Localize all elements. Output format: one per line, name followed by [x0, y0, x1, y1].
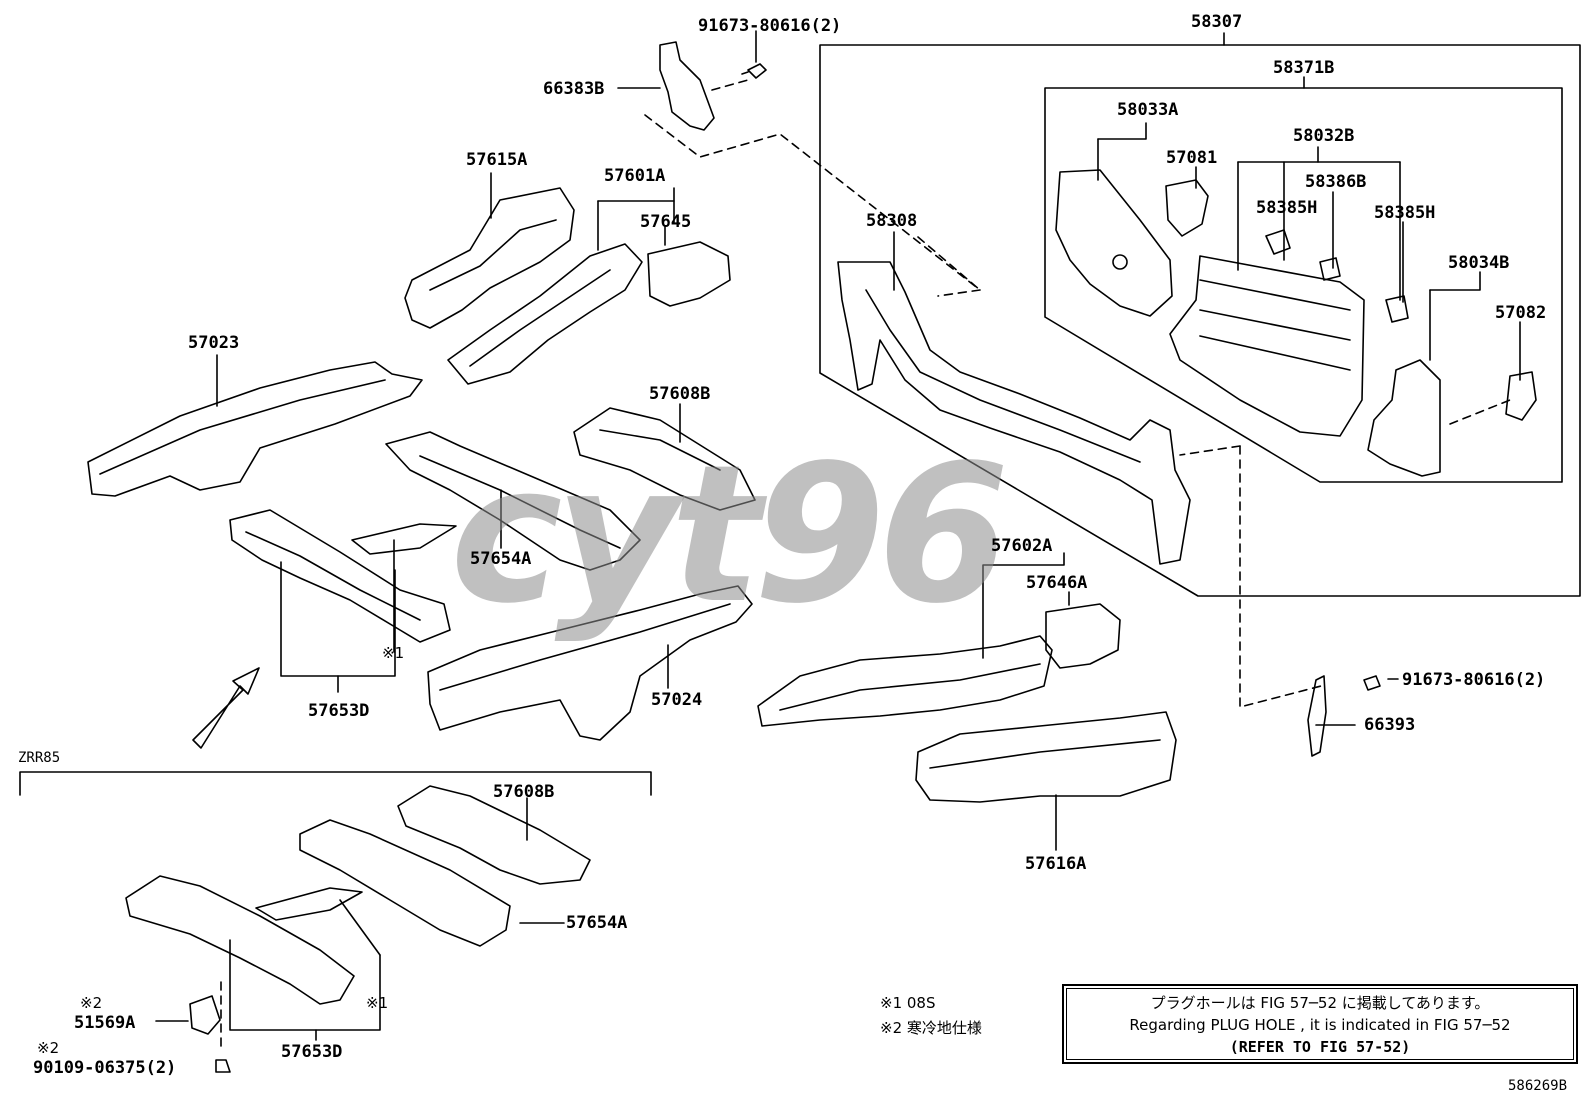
callout-58371B: 58371B [1273, 58, 1335, 78]
plug-hole-note: プラグホールは FIG 57─52 に掲載してあります。 Regarding P… [1062, 984, 1578, 1064]
callout-58034B: 58034B [1448, 253, 1510, 273]
callout-57608B-b: 57608B [493, 782, 555, 802]
callout-57654A-b: 57654A [566, 913, 628, 933]
callout-mark-2-b: ※2 [37, 1039, 60, 1057]
callout-mark-1: ※1 [382, 644, 405, 662]
callout-57616A: 57616A [1025, 854, 1087, 874]
legend-line-2: ※2 寒冷地仕様 [880, 1019, 982, 1037]
callout-58308: 58308 [866, 211, 918, 231]
callout-91673-80616-top: 91673-80616(2) [698, 16, 842, 36]
callout-57608B: 57608B [649, 384, 711, 404]
callout-91673-80616-right: 91673-80616(2) [1402, 670, 1546, 690]
callout-57646A: 57646A [1026, 573, 1088, 593]
callout-mark-2-a: ※2 [80, 994, 103, 1012]
callout-57653D-b: 57653D [281, 1042, 343, 1062]
callout-66393: 66393 [1364, 715, 1416, 735]
callout-57081: 57081 [1166, 148, 1218, 168]
callout-mark-1-b: ※1 [366, 994, 389, 1012]
note-reference: (REFER TO FIG 57-52) [1229, 1038, 1411, 1056]
callout-57615A: 57615A [466, 150, 528, 170]
callout-90109-06375: 90109-06375(2) [33, 1058, 177, 1078]
callout-58307: 58307 [1191, 12, 1243, 32]
callout-57654A: 57654A [470, 549, 532, 569]
callout-57601A: 57601A [604, 166, 666, 186]
callout-58386B: 58386B [1305, 172, 1367, 192]
callout-58033A: 58033A [1117, 100, 1179, 120]
callout-58385H-a: 58385H [1256, 198, 1318, 218]
callout-57645: 57645 [640, 212, 692, 232]
group-58371B-outline [1044, 87, 1563, 483]
callout-57602A: 57602A [991, 536, 1053, 556]
callout-58385H-b: 58385H [1374, 203, 1436, 223]
callout-57082: 57082 [1495, 303, 1547, 323]
callout-58032B: 58032B [1293, 126, 1355, 146]
callout-57023: 57023 [188, 333, 240, 353]
diagram-id: 586269B [1508, 1078, 1568, 1094]
callout-zrr85: ZRR85 [18, 750, 61, 766]
note-english: Regarding PLUG HOLE , it is indicated in… [1129, 1016, 1511, 1034]
callout-51569A: 51569A [74, 1013, 136, 1033]
group-58307-outline [819, 44, 1581, 597]
callout-66383B: 66383B [543, 79, 605, 99]
legend-line-1: ※1 08S [880, 994, 936, 1012]
note-japanese: プラグホールは FIG 57─52 に掲載してあります。 [1150, 994, 1490, 1012]
callout-57653D: 57653D [308, 701, 370, 721]
callout-57024: 57024 [651, 690, 703, 710]
